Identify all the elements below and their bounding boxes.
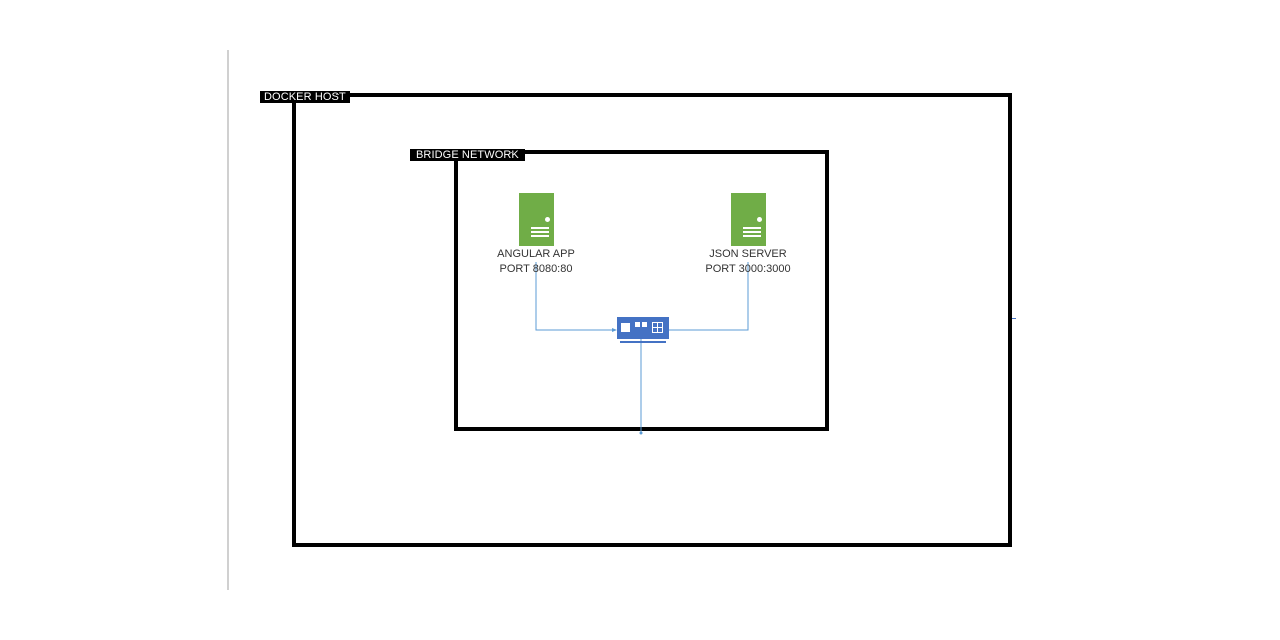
- angular-app-port: PORT 8080:80: [499, 263, 573, 275]
- server-led-icon: [545, 217, 550, 222]
- docker-host-label: DOCKER HOST: [260, 91, 350, 103]
- json-server-server-icon[interactable]: [731, 193, 766, 246]
- docker-host-container[interactable]: [292, 93, 1012, 547]
- json-server-name: JSON SERVER: [709, 248, 787, 260]
- json-server-label: JSON SERVER PORT 3000:3000: [683, 247, 813, 277]
- network-switch-icon[interactable]: [617, 317, 669, 339]
- bridge-network-label-tick: [510, 152, 513, 153]
- network-switch-base: [620, 341, 666, 343]
- angular-app-server-icon[interactable]: [519, 193, 554, 246]
- page-margin-line: [227, 50, 229, 590]
- connection-point-marker: [1012, 318, 1016, 319]
- bridge-network-container[interactable]: [454, 150, 829, 431]
- server-led-icon: [757, 217, 762, 222]
- bridge-network-label: BRIDGE NETWORK: [410, 149, 525, 161]
- angular-app-label: ANGULAR APP PORT 8080:80: [471, 247, 601, 277]
- json-server-port: PORT 3000:3000: [705, 263, 791, 275]
- angular-app-name: ANGULAR APP: [497, 248, 575, 260]
- docker-host-label-tick: [336, 94, 339, 95]
